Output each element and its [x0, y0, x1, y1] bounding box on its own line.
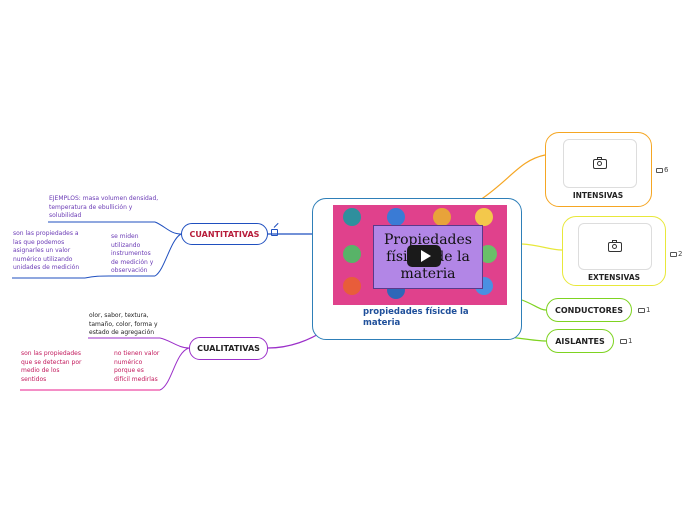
- central-caption: propiedades físicde la materia: [363, 307, 469, 328]
- video-thumbnail[interactable]: Propiedades físicas de la materia: [333, 205, 507, 305]
- comment-icon: [656, 167, 663, 173]
- extensivas-comments[interactable]: 2: [670, 250, 682, 258]
- intensivas-node[interactable]: INTENSIVAS: [545, 132, 652, 207]
- external-link-icon[interactable]: [271, 222, 279, 236]
- central-node[interactable]: Propiedades físicas de la materia propie…: [312, 198, 522, 340]
- decor-circle: [387, 208, 405, 226]
- camera-icon: [593, 156, 607, 169]
- play-button[interactable]: [407, 245, 441, 267]
- cuantitativas-ejemplos: EJEMPLOS: masa volumen densidad, tempera…: [49, 195, 159, 219]
- extensivas-node[interactable]: EXTENSIVAS: [562, 216, 666, 286]
- cuantitativas-definicion: son las propiedades a las que podemos as…: [13, 230, 80, 271]
- cualitativas-definicion: son las propiedades que se detectan por …: [21, 350, 82, 383]
- decor-circle: [343, 277, 361, 295]
- cuantitativas-node[interactable]: CUANTITATIVAS: [181, 223, 268, 245]
- intensivas-label: INTENSIVAS: [572, 191, 624, 200]
- cualitativas-ejemplos: olor, sabor, textura, tamaño, color, for…: [89, 312, 158, 336]
- extensivas-label: EXTENSIVAS: [587, 273, 641, 282]
- intensivas-comments[interactable]: 6: [656, 166, 668, 174]
- cuantitativas-medicion: se miden utilizando instrumentos de medi…: [111, 233, 154, 274]
- decor-circle: [343, 208, 361, 226]
- cualitativas-medicion: no tienen valor numérico porque es difíc…: [114, 350, 160, 383]
- decor-circle: [479, 245, 497, 263]
- camera-icon: [608, 239, 622, 252]
- comment-icon: [670, 251, 677, 257]
- conductores-node[interactable]: CONDUCTORES: [546, 298, 632, 322]
- decor-circle: [475, 208, 493, 226]
- comment-icon: [638, 307, 645, 313]
- conductores-comments[interactable]: 1: [638, 306, 650, 314]
- comment-icon: [620, 338, 627, 344]
- intensivas-image: [563, 139, 637, 188]
- play-icon: [420, 250, 431, 262]
- aislantes-comments[interactable]: 1: [620, 337, 632, 345]
- decor-circle: [433, 208, 451, 226]
- decor-circle: [343, 245, 361, 263]
- extensivas-image: [578, 223, 652, 270]
- aislantes-node[interactable]: AISLANTES: [546, 329, 614, 353]
- cualitativas-node[interactable]: CUALITATIVAS: [189, 337, 268, 360]
